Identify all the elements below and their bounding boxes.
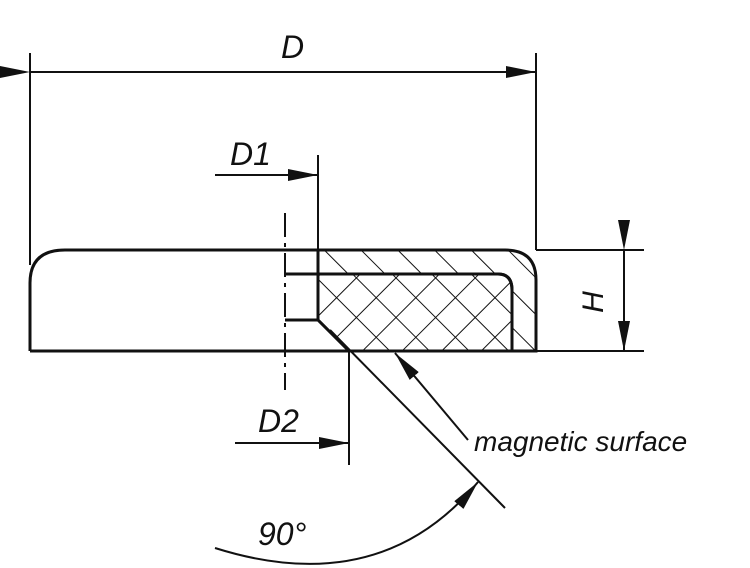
magnet-core-section — [316, 272, 514, 353]
label-magnetic-surface: magnetic surface — [474, 426, 688, 457]
dimension-lines — [0, 66, 630, 449]
label-angle: 90° — [258, 516, 307, 552]
bore-lines — [285, 272, 318, 322]
chamfer-lines — [214, 329, 506, 565]
housing-outline — [28, 248, 318, 351]
label-d: D — [281, 29, 305, 65]
label-d1: D1 — [230, 136, 271, 172]
angle-arc — [214, 481, 479, 565]
extension-lines — [29, 53, 644, 465]
label-d2: D2 — [258, 403, 299, 439]
label-h: H — [576, 291, 610, 313]
magnetic-surface-leader — [394, 352, 469, 441]
